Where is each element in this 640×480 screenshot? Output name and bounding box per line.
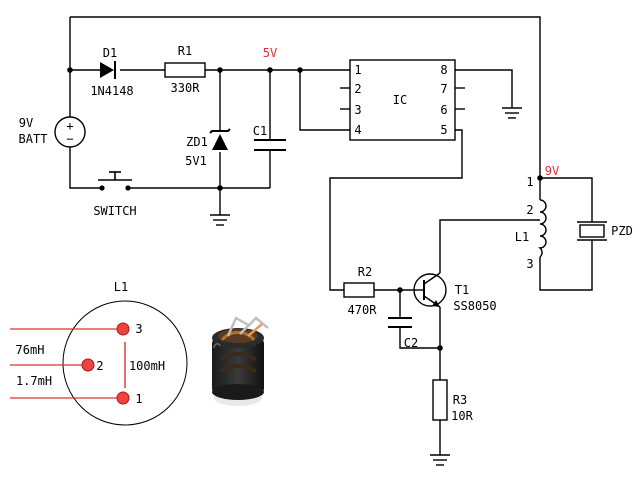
r1-ref: R1 (178, 44, 192, 58)
ic-right-pin-lines (455, 87, 465, 110)
t1-ref: T1 (455, 283, 469, 297)
r3-value: 10R (451, 409, 473, 423)
t1-value: SS8050 (453, 299, 496, 313)
piezo-pzd (577, 221, 607, 241)
inset-pin-1-dot (116, 391, 130, 405)
rail-9v-label: 9V (545, 164, 559, 178)
r3-ref: R3 (453, 393, 467, 407)
ground-symbol-emitter (430, 454, 450, 466)
resistor-r2 (343, 282, 375, 298)
d1-ref: D1 (103, 46, 117, 60)
r2-ref: R2 (358, 265, 372, 279)
zd1-ref: ZD1 (186, 135, 208, 149)
zd1-value: 5V1 (185, 154, 207, 168)
inset-pin-3-label: 3 (135, 322, 142, 336)
resistor-r1 (164, 62, 206, 78)
ic-pin-2: 2 (354, 82, 361, 96)
diode-d1 (100, 61, 116, 79)
ic-pin-6: 6 (440, 103, 447, 117)
l1-pin-1: 1 (526, 175, 533, 189)
r2-value: 470R (348, 303, 378, 317)
inset-100mh-label: 100mH (129, 359, 165, 373)
push-switch (98, 171, 132, 191)
ic-pin-1: 1 (354, 63, 361, 77)
battery-label-voltage: 9V (19, 116, 33, 130)
wires (69, 16, 593, 455)
capacitor-c1 (254, 139, 286, 151)
ic-pin-5: 5 (440, 123, 447, 137)
l1-ref: L1 (515, 230, 529, 244)
transistor-t1 (412, 272, 447, 308)
battery-label-batt: BATT (19, 132, 48, 146)
l1-pin-3: 3 (526, 257, 533, 271)
c2-ref: C2 (404, 336, 418, 350)
d1-value: 1N4148 (90, 84, 133, 98)
ic-pin-4: 4 (354, 123, 361, 137)
ic-label: IC (393, 93, 407, 107)
zener-zd1 (209, 128, 231, 150)
pzd-label: PZD (611, 224, 633, 238)
c1-ref: C1 (253, 124, 267, 138)
inductor-photo-image (212, 316, 269, 406)
rail-5v-label: 5V (263, 46, 277, 60)
inset-pin-2-dot (81, 358, 95, 372)
ic-pin-8: 8 (440, 63, 447, 77)
l1-pin-2: 2 (526, 203, 533, 217)
inset-pin-3-dot (116, 322, 130, 336)
ic-left-pin-lines (340, 87, 350, 110)
ic-pin-7: 7 (440, 82, 447, 96)
inset-l1-pinout (10, 300, 188, 426)
inset-1-7mh-label: 1.7mH (16, 374, 52, 388)
battery-minus: − (66, 132, 73, 146)
inset-pin-1-label: 1 (135, 392, 142, 406)
ic-body (349, 59, 456, 141)
switch-label: SWITCH (93, 204, 136, 218)
inset-76mh-label: 76mH (16, 343, 45, 357)
inductor-l1-coil (538, 199, 547, 258)
capacitor-c2 (388, 317, 412, 328)
ground-symbol-left (210, 214, 230, 226)
ground-symbol-ic (502, 107, 522, 119)
inset-pin-2-label: 2 (96, 359, 103, 373)
battery-plus: + (66, 119, 73, 133)
r1-value: 330R (171, 81, 201, 95)
ic-pin-3: 3 (354, 103, 361, 117)
resistor-r3 (432, 379, 448, 421)
battery-symbol: + − (54, 116, 86, 148)
inset-title: L1 (114, 280, 128, 294)
